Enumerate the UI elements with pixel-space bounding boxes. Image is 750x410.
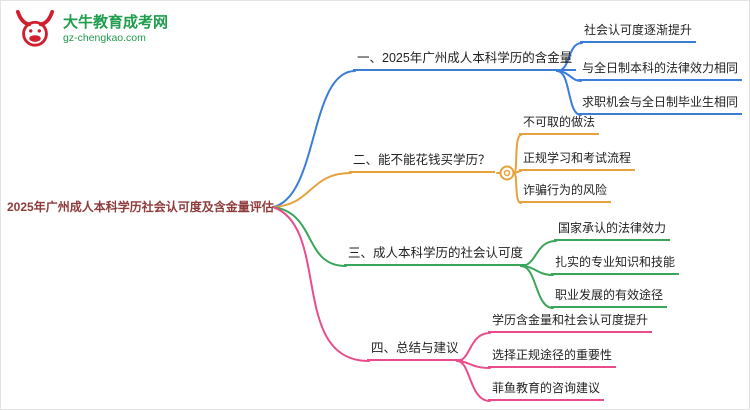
leaf-node: 菲鱼教育的咨询建议 xyxy=(488,381,605,401)
leaf-node: 求职机会与全日制毕业生相同 xyxy=(578,95,743,115)
connector-root-branch3 xyxy=(272,206,347,267)
leaf-node: 国家承认的法律效力 xyxy=(554,221,671,241)
leaf-node: 诈骗行为的风险 xyxy=(519,183,612,203)
leaf-node: 选择正规途径的重要性 xyxy=(488,348,617,368)
branch-node-3: 三、成人本科学历的社会认可度 xyxy=(344,246,528,266)
branch-node-4: 四、总结与建议 xyxy=(367,341,463,361)
connector-b2-leaf1 xyxy=(513,134,522,174)
logo-brand: 大牛教育成考网 xyxy=(63,14,169,32)
connector-b4-leaf3 xyxy=(456,360,491,402)
connector-b3-leaf3 xyxy=(520,265,554,309)
leaf-node: 职业发展的有效途径 xyxy=(551,288,668,308)
branch-node-1: 一、2025年广州成人本科学历的含金量 xyxy=(353,51,577,71)
connector-root-branch2 xyxy=(272,172,352,208)
leaf-node: 正规学习和考试流程 xyxy=(519,151,636,171)
leaf-node: 与全日制本科的法律效力相同 xyxy=(578,61,743,81)
leaf-node: 不可取的做法 xyxy=(519,115,600,135)
logo-text: 大牛教育成考网 gz-chengkao.com xyxy=(63,14,168,43)
logo-domain: gz-chengkao.com xyxy=(63,31,146,44)
connector-root-branch4 xyxy=(272,206,370,362)
connector-root-branch1 xyxy=(272,70,356,208)
junction-circle-inner xyxy=(503,169,511,177)
leaf-node: 扎实的专业知识和技能 xyxy=(551,255,680,275)
connector-b1-leaf3 xyxy=(556,70,582,116)
root-node: 2025年广州成人本科学历社会认可度及含金量评估 xyxy=(7,200,274,214)
bull-logo-icon xyxy=(15,9,55,47)
leaf-node: 学历含金量和社会认可度提升 xyxy=(488,313,653,333)
branch-node-2: 二、能不能花钱买学历？ xyxy=(349,153,495,173)
logo: 大牛教育成考网 gz-chengkao.com xyxy=(13,9,168,49)
leaf-node: 社会认可度逐渐提升 xyxy=(580,23,697,43)
